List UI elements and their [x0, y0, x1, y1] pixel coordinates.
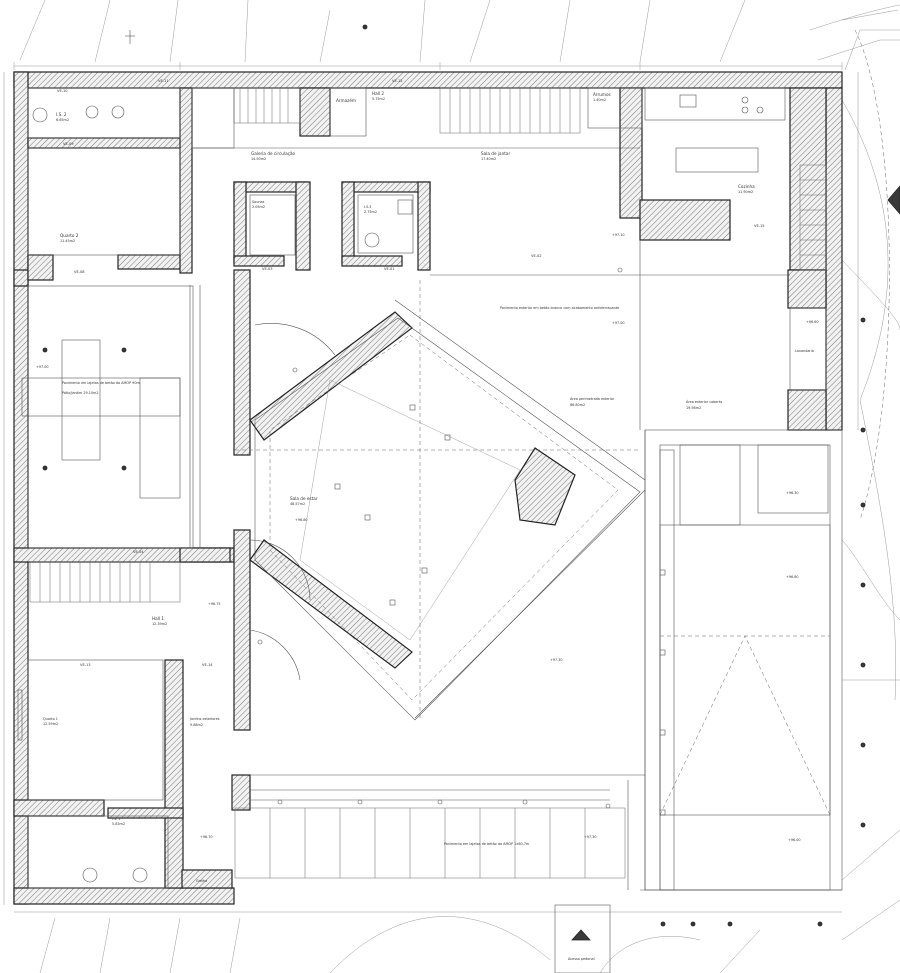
- wall-tag: VE-11: [158, 79, 169, 83]
- level-mark: +97.00: [36, 365, 49, 369]
- room-area: 2.75m2: [364, 210, 377, 214]
- room-name: Sala de estar: [290, 496, 318, 501]
- wall-tag: VE-02: [531, 254, 542, 258]
- level-mark: +97.30: [584, 835, 597, 839]
- wall-tags: VE-11 VE-10 VE-12 VE-09 VE-08 VE-03 VE-0…: [57, 79, 765, 667]
- room-name: I.S. 1: [112, 817, 121, 821]
- room-name: Grelha: [196, 879, 207, 883]
- room-name: Arrumos: [593, 92, 611, 97]
- wall-tag: VE-04: [133, 550, 144, 554]
- partitions: [17, 87, 827, 889]
- room-name: I.S.3: [364, 205, 371, 209]
- wall-tag: VE-14: [202, 663, 213, 667]
- room-labels: I.S. 2 6.65m2 Hall 2 5.75m2 Armazém Gale…: [43, 91, 814, 961]
- room-name: Acesso pedonal: [568, 957, 595, 961]
- room-name: Cozinha: [738, 184, 755, 189]
- room-area: 86.80m2: [570, 403, 585, 407]
- stairs: [29, 87, 827, 879]
- wall-tag: VE-09: [63, 142, 74, 146]
- room-name: Quarto 2: [60, 233, 79, 238]
- room-area: 19.98m2: [686, 406, 701, 410]
- wall-tag: VE-08: [74, 270, 85, 274]
- room-area: 48.57m2: [290, 502, 305, 506]
- room-area: 1.40m2: [593, 98, 606, 102]
- pool-area: [627, 429, 843, 891]
- level-mark: +97.30: [550, 658, 563, 662]
- markers: [42, 24, 866, 927]
- room-name: Lavandaria: [795, 349, 814, 353]
- room-area: 12.39m2: [152, 622, 167, 626]
- room-name: Galeria de circulação: [251, 151, 296, 156]
- central-rooms: [233, 181, 431, 271]
- exterior-walls: [13, 71, 843, 905]
- wall-tag: VE-12: [392, 79, 403, 83]
- wall-tag: VE-10: [57, 89, 68, 93]
- room-name: Quarto 1: [43, 717, 58, 721]
- entrance: [554, 904, 611, 973]
- room-area: 6.65m2: [56, 118, 69, 122]
- level-mark: +96.80: [786, 575, 799, 579]
- room-area: 11.90m2: [738, 190, 753, 194]
- room-area: 14.90m2: [251, 157, 266, 161]
- level-mark: +97.10: [612, 233, 625, 237]
- level-mark: +97.00: [612, 321, 625, 325]
- room-name: Área perimetrada exterior: [570, 396, 615, 401]
- room-name: Sala de jantar: [481, 151, 510, 156]
- room-area: 11.45m2: [60, 239, 75, 243]
- room-name: Pavimento em lajetas de betão da AMOP 1x…: [444, 842, 530, 846]
- level-mark: +96.30: [786, 491, 799, 495]
- terrain-contours: [19, 0, 900, 973]
- wall-tag: VE-13: [80, 663, 91, 667]
- room-area: 9.88m2: [190, 723, 203, 727]
- level-mark: +96.75: [208, 602, 221, 606]
- room-area: 17.40m2: [481, 157, 496, 161]
- room-area: 5.83m2: [112, 822, 125, 826]
- level-mark: +96.80: [295, 518, 308, 522]
- room-name: Pavimento em lajetas de betão da AMOP 90…: [62, 381, 140, 385]
- living-walls: [233, 269, 576, 731]
- level-mark: +96.70: [200, 835, 213, 839]
- wall-tag: VE-01: [384, 267, 395, 271]
- room-name: Hall 2: [372, 91, 384, 96]
- level-mark: +96.60: [806, 320, 819, 324]
- wall-tag: VE-03: [262, 267, 273, 271]
- level-mark: +96.00: [788, 838, 801, 842]
- north-indicator: [125, 30, 900, 215]
- dimension-lines: [3, 62, 859, 913]
- room-area: Pátio/Jardim 29.10m2: [62, 391, 99, 395]
- entrance-arrow-icon: [571, 929, 591, 941]
- rotated-living-room: [235, 280, 646, 721]
- room-name: Pavimento exterior em betão branco com a…: [500, 306, 619, 310]
- room-name: Área exterior coberta: [686, 399, 722, 404]
- room-name: Jardins exteriores: [189, 717, 220, 721]
- room-area: 12.59m2: [43, 722, 58, 726]
- level-marks: +97.00 +97.10 +97.00 +96.80 +97.30 +96.7…: [36, 233, 819, 842]
- room-name: I.S. 2: [56, 112, 67, 117]
- room-area: 2.05m2: [252, 205, 265, 209]
- room-name: Hall 1: [152, 616, 164, 621]
- room-name: Saunas: [252, 200, 265, 204]
- wall-tag: VE-15: [754, 224, 765, 228]
- room-name: Armazém: [336, 98, 356, 103]
- room-area: 5.75m2: [372, 97, 385, 101]
